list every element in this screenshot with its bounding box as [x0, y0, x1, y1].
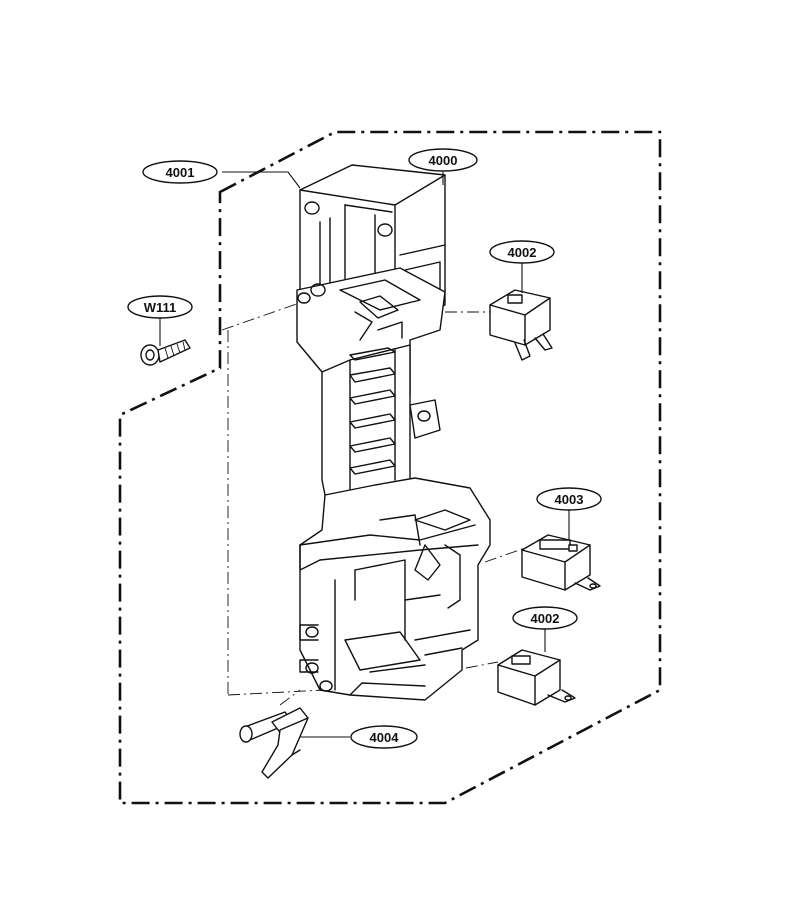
part-label-4002-top: 4002 [489, 240, 555, 264]
lever-4004-drawing [239, 707, 309, 779]
part-label-4004-text: 4004 [370, 730, 400, 745]
part-label-4000: 4000 [408, 148, 478, 172]
part-label-4003: 4003 [536, 487, 602, 511]
leader-lines [159, 171, 570, 738]
alignment-lines [221, 299, 526, 706]
latch-board-bracket [296, 164, 491, 701]
part-label-4000-text: 4000 [429, 153, 458, 168]
screw-w111-drawing [140, 339, 191, 366]
assembly-boundary [118, 130, 662, 805]
part-label-4001: 4001 [142, 160, 218, 184]
part-label-w111: W111 [127, 295, 193, 319]
micro-switch-4003-drawing [521, 534, 601, 591]
micro-switch-4002-top-drawing [489, 289, 553, 361]
part-label-w111-text: W111 [144, 300, 177, 315]
micro-switch-4002-bottom-drawing [497, 649, 576, 706]
part-label-4003-text: 4003 [555, 492, 584, 507]
part-label-4002-top-text: 4002 [508, 245, 537, 260]
part-label-4002-bottom-text: 4002 [531, 611, 560, 626]
part-label-4001-text: 4001 [166, 165, 195, 180]
part-label-4002-bottom: 4002 [512, 606, 578, 630]
part-label-4004: 4004 [350, 725, 418, 749]
